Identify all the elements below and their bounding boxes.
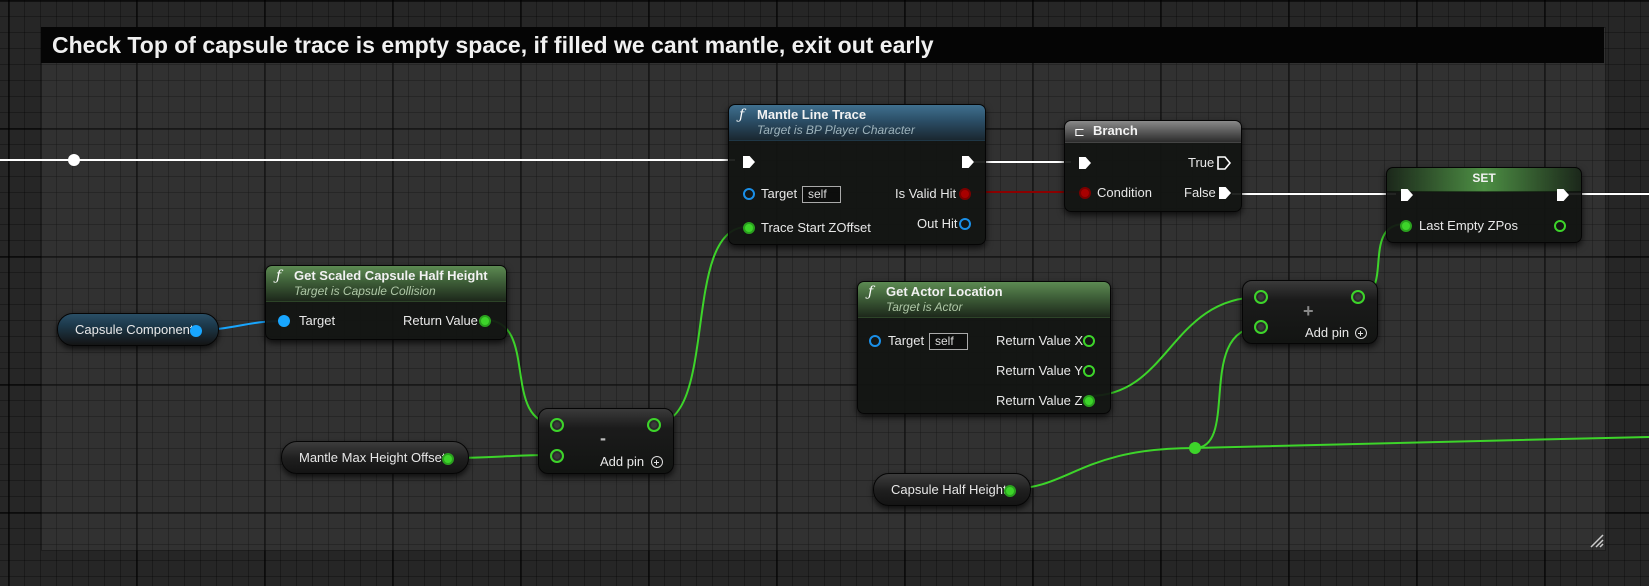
node-header[interactable]: ƒ Mantle Line Trace Target is BP Player … xyxy=(729,105,985,141)
subtract-input-a-pin[interactable] xyxy=(550,418,564,432)
return-value-z-output-pin[interactable] xyxy=(1083,395,1095,407)
return-value-x-output-pin[interactable] xyxy=(1083,335,1095,347)
capsule-component-output-pin[interactable] xyxy=(190,325,202,337)
target-self-field[interactable]: self xyxy=(929,333,968,350)
set-last-empty-zpos-node[interactable]: SET Last Empty ZPos xyxy=(1386,167,1582,243)
add-pin-icon[interactable] xyxy=(1355,327,1367,339)
subtract-output-pin[interactable] xyxy=(647,418,661,432)
node-header[interactable]: ƒ Get Actor Location Target is Actor xyxy=(858,282,1110,318)
last-empty-zpos-label: Last Empty ZPos xyxy=(1419,218,1518,233)
trace-start-zoffset-label: Trace Start ZOffset xyxy=(761,220,871,235)
capsule-component-node[interactable]: Capsule Component xyxy=(57,313,219,346)
false-label: False xyxy=(1184,185,1216,200)
last-empty-zpos-output-pin[interactable] xyxy=(1554,220,1566,232)
capsule-half-height-label: Capsule Half Height xyxy=(891,482,1007,497)
node-subtitle: Target is Actor xyxy=(886,300,963,314)
is-valid-hit-output-pin[interactable] xyxy=(959,188,971,200)
add-input-a-pin[interactable] xyxy=(1254,290,1268,304)
target-label: Target xyxy=(888,333,925,348)
condition-input-pin[interactable] xyxy=(1079,187,1091,199)
float-wire-z-add[interactable] xyxy=(1088,296,1262,397)
target-label: Target xyxy=(299,313,336,328)
exec-input-pin[interactable] xyxy=(1079,157,1091,169)
add-output-pin[interactable] xyxy=(1351,290,1365,304)
subtract-symbol: - xyxy=(600,428,606,448)
add-add-pin-label[interactable]: Add pin xyxy=(1305,325,1350,340)
add-pin-icon[interactable] xyxy=(651,456,663,468)
node-title: Mantle Line Trace xyxy=(757,107,867,122)
add-node[interactable]: + Add pin xyxy=(1242,280,1378,344)
mantle-max-height-offset-label: Mantle Max Height Offset xyxy=(299,450,446,465)
target-input-pin[interactable] xyxy=(278,315,290,327)
float-reroute-knot[interactable] xyxy=(1189,442,1201,454)
function-icon: ƒ xyxy=(868,284,874,300)
exec-output-pin[interactable] xyxy=(962,156,974,168)
node-title: Branch xyxy=(1093,123,1138,138)
capsule-component-label: Capsule Component xyxy=(75,322,194,337)
function-icon: ƒ xyxy=(276,268,282,284)
last-empty-zpos-input-pin[interactable] xyxy=(1400,220,1412,232)
out-hit-output-pin[interactable] xyxy=(959,218,971,230)
function-icon: ƒ xyxy=(739,107,745,123)
return-value-x-label: Return Value X xyxy=(996,333,1084,348)
branch-node[interactable]: ⊏ Branch True Condition False xyxy=(1064,120,1242,212)
exec-input-pin[interactable] xyxy=(1401,189,1413,201)
false-exec-output-pin[interactable] xyxy=(1219,187,1231,199)
get-actor-location-node[interactable]: ƒ Get Actor Location Target is Actor Tar… xyxy=(857,281,1111,414)
add-input-b-pin[interactable] xyxy=(1254,320,1268,334)
comment-title[interactable]: Check Top of capsule trace is empty spac… xyxy=(41,27,1604,63)
node-title: SET xyxy=(1472,171,1496,185)
target-self-field[interactable]: self xyxy=(802,186,841,203)
node-title: Get Scaled Capsule Half Height xyxy=(294,268,488,283)
node-subtitle: Target is BP Player Character xyxy=(757,123,915,137)
mantle-max-height-offset-output-pin[interactable] xyxy=(442,453,454,465)
exec-input-pin[interactable] xyxy=(743,156,755,168)
trace-start-zoffset-input-pin[interactable] xyxy=(743,222,755,234)
resize-grip-icon[interactable] xyxy=(1588,532,1604,548)
get-scaled-capsule-half-height-node[interactable]: ƒ Get Scaled Capsule Half Height Target … xyxy=(265,265,507,340)
mantle-line-trace-node[interactable]: ƒ Mantle Line Trace Target is BP Player … xyxy=(728,104,986,245)
mantle-max-height-offset-node[interactable]: Mantle Max Height Offset xyxy=(281,441,469,474)
subtract-add-pin-label[interactable]: Add pin xyxy=(600,454,645,469)
out-hit-label: Out Hit xyxy=(917,216,958,231)
true-label: True xyxy=(1188,155,1215,170)
node-header[interactable]: ƒ Get Scaled Capsule Half Height Target … xyxy=(266,266,506,302)
condition-label: Condition xyxy=(1097,185,1152,200)
node-title: Get Actor Location xyxy=(886,284,1003,299)
branch-icon: ⊏ xyxy=(1074,124,1085,139)
float-wire-sub-trace[interactable] xyxy=(653,226,748,425)
subtract-input-b-pin[interactable] xyxy=(550,449,564,463)
is-valid-hit-label: Is Valid Hit xyxy=(895,186,957,201)
float-wire-reroute-out[interactable] xyxy=(1194,436,1649,449)
capsule-half-height-node[interactable]: Capsule Half Height xyxy=(873,473,1031,506)
target-input-pin[interactable] xyxy=(743,188,755,200)
return-value-label: Return Value xyxy=(403,313,478,328)
return-value-y-output-pin[interactable] xyxy=(1083,365,1095,377)
float-wire-half-height-reroute[interactable] xyxy=(1008,447,1196,490)
float-wire-reroute-add[interactable] xyxy=(1194,326,1262,449)
exec-reroute-knot[interactable] xyxy=(68,154,80,166)
subtract-node[interactable]: - Add pin xyxy=(538,408,674,474)
return-value-z-label: Return Value Z xyxy=(996,393,1083,408)
capsule-half-height-output-pin[interactable] xyxy=(1004,485,1016,497)
return-value-y-label: Return Value Y xyxy=(996,363,1083,378)
exec-output-pin[interactable] xyxy=(1557,189,1569,201)
node-subtitle: Target is Capsule Collision xyxy=(294,284,436,298)
add-symbol: + xyxy=(1303,301,1314,321)
node-header[interactable]: ⊏ Branch xyxy=(1065,121,1241,143)
true-exec-output-pin[interactable] xyxy=(1217,156,1231,170)
return-value-output-pin[interactable] xyxy=(479,315,491,327)
target-label: Target xyxy=(761,186,798,201)
target-input-pin[interactable] xyxy=(869,335,881,347)
node-header[interactable]: SET xyxy=(1387,168,1581,192)
